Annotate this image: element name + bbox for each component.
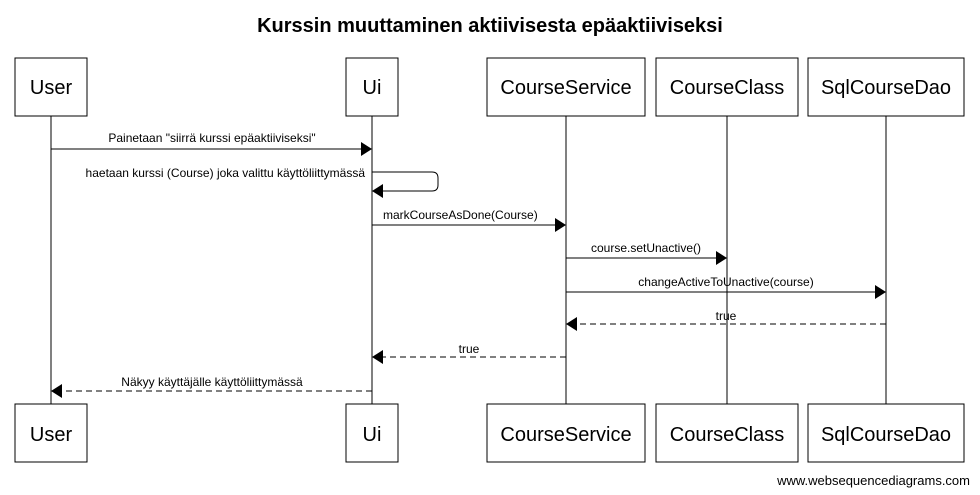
footer-watermark: www.websequencediagrams.com [776, 473, 970, 488]
message-mark-course-as-done: markCourseAsDone(Course) [372, 208, 566, 232]
message-label: haetaan kurssi (Course) joka valittu käy… [86, 166, 366, 180]
message-return-true-dao: true [566, 309, 886, 331]
arrowhead [566, 317, 577, 331]
participant-courseservice-bottom: CourseService [486, 403, 646, 463]
message-label: Näkyy käyttäjälle käyttöliittymässä [121, 375, 303, 389]
participant-courseclass-top: CourseClass [655, 57, 799, 117]
participant-label: SqlCourseDao [821, 424, 951, 446]
participant-label: CourseService [500, 424, 631, 446]
participant-sqlcoursedao-top: SqlCourseDao [807, 57, 965, 117]
participant-label: User [30, 77, 73, 99]
message-label: changeActiveToUnactive(course) [638, 275, 813, 289]
message-label: true [716, 309, 737, 323]
participant-ui-bottom: Ui [345, 403, 399, 463]
participant-label: CourseClass [670, 424, 784, 446]
message-label: course.setUnactive() [591, 241, 701, 255]
message-shown-to-user: Näkyy käyttäjälle käyttöliittymässä [51, 375, 372, 398]
participant-label: CourseService [500, 77, 631, 99]
arrowhead [51, 384, 62, 398]
participant-label: CourseClass [670, 77, 784, 99]
arrowhead [361, 142, 372, 156]
arrowhead [875, 285, 886, 299]
participant-user-top: User [14, 57, 88, 117]
message-set-unactive: course.setUnactive() [566, 241, 727, 265]
message-label: Painetaan "siirrä kurssi epäaktiiviseksi… [108, 131, 315, 145]
participant-courseclass-bottom: CourseClass [655, 403, 799, 463]
arrowhead [555, 218, 566, 232]
participant-label: SqlCourseDao [821, 77, 951, 99]
message-label: markCourseAsDone(Course) [383, 208, 538, 222]
message-return-true-service: true [372, 342, 566, 364]
message-self-fetch-course: haetaan kurssi (Course) joka valittu käy… [86, 166, 439, 198]
participant-label: Ui [363, 77, 382, 99]
participant-label: User [30, 424, 73, 446]
participant-ui-top: Ui [345, 57, 399, 117]
participant-label: Ui [363, 424, 382, 446]
arrowhead [372, 350, 383, 364]
arrowhead [372, 184, 383, 198]
diagram-title: Kurssin muuttaminen aktiivisesta epäakti… [257, 15, 723, 37]
message-label: true [459, 342, 480, 356]
arrowhead [716, 251, 727, 265]
message-change-active-to-unactive: changeActiveToUnactive(course) [566, 275, 886, 299]
participant-user-bottom: User [14, 403, 88, 463]
participant-courseservice-top: CourseService [486, 57, 646, 117]
message-press-button: Painetaan "siirrä kurssi epäaktiiviseksi… [51, 131, 372, 156]
participant-sqlcoursedao-bottom: SqlCourseDao [807, 403, 965, 463]
